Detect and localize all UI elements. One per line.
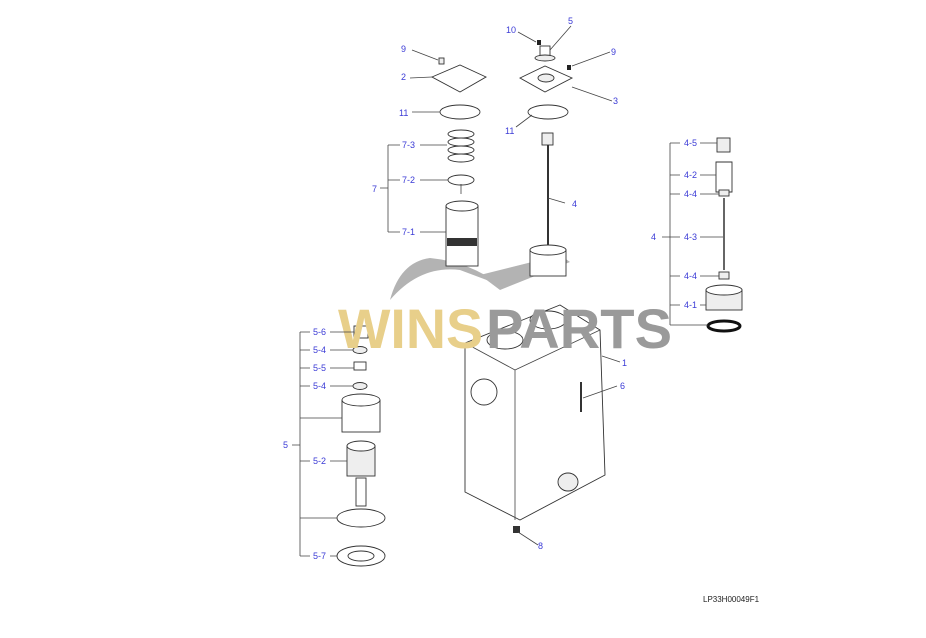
callout-5-top: 5: [568, 16, 573, 26]
callout-11b: 11: [505, 126, 514, 136]
callout-7-3: 7-3: [402, 140, 415, 150]
callout-4-2: 4-2: [684, 170, 697, 180]
spring-7-3: [447, 129, 475, 163]
callout-5-4: 5-4: [313, 345, 326, 355]
callout-4-4: 4-4: [684, 189, 697, 199]
callout-4: 4: [572, 199, 577, 209]
callout-7-2: 7-2: [402, 175, 415, 185]
callout-8: 8: [538, 541, 543, 551]
callout-4-group: 4: [651, 232, 656, 242]
o-ring-11b: [527, 104, 569, 120]
callout-4-3: 4-3: [684, 232, 697, 242]
callout-4-4b: 4-4: [684, 271, 697, 281]
callout-5-6: 5-6: [313, 327, 326, 337]
callout-5: 5: [283, 440, 288, 450]
o-ring-11a: [439, 104, 481, 120]
callout-5-4b: 5-4: [313, 381, 326, 391]
callout-9: 9: [401, 44, 406, 54]
drawing-code: LP33H00049F1: [703, 595, 760, 604]
callout-9b: 9: [611, 47, 616, 57]
filter-assembly-5: [336, 325, 386, 567]
level-float-4: [529, 132, 567, 277]
callout-5-2: 5-2: [313, 456, 326, 466]
callout-5-5: 5-5: [313, 363, 326, 373]
callout-7: 7: [372, 184, 377, 194]
callout-6: 6: [620, 381, 625, 391]
valve-7-2: [447, 174, 475, 194]
hydraulic-tank-1: [464, 304, 606, 533]
callout-10: 10: [506, 25, 516, 35]
callout-1: 1: [622, 358, 627, 368]
cover-plate-3: [519, 40, 574, 93]
callout-11: 11: [399, 108, 408, 118]
callout-4-5: 4-5: [684, 138, 697, 148]
cover-plate-2: [430, 57, 487, 93]
watermark-wins: WINS: [338, 297, 483, 360]
leader-lines: [292, 25, 723, 557]
callout-2: 2: [401, 72, 406, 82]
callout-7-1: 7-1: [402, 227, 415, 237]
watermark-parts: PARTS: [486, 297, 672, 360]
callout-3: 3: [613, 96, 618, 106]
filter-element-7-1: [445, 200, 479, 267]
callout-4-1: 4-1: [684, 300, 697, 310]
callout-5-7: 5-7: [313, 551, 326, 561]
watermark-logo: WINS PARTS: [338, 297, 672, 360]
breather-assembly-4: [705, 137, 743, 333]
